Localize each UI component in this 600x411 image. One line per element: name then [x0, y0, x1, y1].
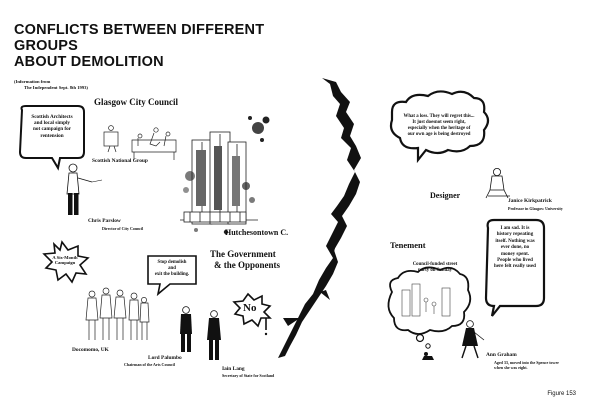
page-title-line2: ABOUT DEMOLITION — [14, 54, 164, 70]
six-month-line: A Six-Month — [52, 255, 78, 260]
caption-janice-role: Professor in Glasgow University — [508, 206, 563, 211]
government-line2: & the Opponents — [214, 260, 281, 270]
lord-palumbo-figure — [180, 306, 192, 352]
bubble-text-architects: Scottish Architects and local simply not… — [20, 114, 84, 139]
caption-palumbo-role: Chairman of the Arts Council — [124, 362, 175, 367]
starburst-text-no: No — [243, 302, 257, 314]
caption-ann-desc: Aged 33, moved into the Spence tower whe… — [494, 360, 559, 370]
street-party-line: Council-funded street — [412, 262, 458, 267]
government-line1: The Government — [210, 249, 276, 259]
label-janice-kirkpatrick: Janice Kirkpatrick — [508, 198, 552, 204]
ann-desc-line: when she was eight. — [494, 365, 528, 370]
designer-quote-line: What a loss. They will regret this... — [403, 114, 475, 119]
designer-quote-line: our own age is being destroyed — [407, 132, 471, 137]
stop-demolish-line: Stop demolish — [157, 260, 187, 265]
ann-quote-line: ever done, no — [500, 245, 530, 251]
tower-blocks-illustration — [180, 131, 258, 225]
river-divider — [278, 78, 361, 358]
designer-quote-line: It just doesnot seem right, — [412, 120, 466, 125]
heading-designer: Designer — [430, 191, 461, 200]
ann-quote-line: here felt really used — [494, 264, 536, 270]
scottish-national-group-figures — [103, 125, 177, 160]
bubble-architects-line: rentension — [40, 132, 64, 139]
ann-quote-line: People who lived — [497, 258, 533, 264]
crack-fragments — [283, 244, 336, 326]
label-docomomo: Docomomo, UK — [72, 347, 109, 353]
street-party-thought-bubble — [387, 266, 472, 349]
iain-lang-figure — [207, 310, 221, 360]
speech-bubble-stop-demolish — [147, 255, 197, 297]
janice-kirkpatrick-figure — [485, 167, 510, 199]
heading-government-opponents: The Government & the Opponents — [210, 249, 280, 271]
chris-parslow-figure — [66, 163, 103, 215]
stop-demolish-line: and — [168, 266, 176, 271]
page-title: CONFLICTS BETWEEN DIFFERENT GROUPS ABOUT… — [14, 22, 314, 70]
label-iain-lang: Iain Lang — [222, 366, 245, 372]
ann-desc-line: Aged 33, moved into the Spence tower — [494, 360, 559, 365]
heading-tenement: Tenement — [390, 240, 426, 250]
label-hutchesontown: Hutchesontown C. — [225, 228, 289, 237]
stop-demolish-line: exit the building. — [154, 272, 190, 277]
ink-splatter — [183, 116, 270, 235]
label-chris-parslow: Chris Parslow — [88, 218, 121, 224]
bubble-text-stop-demolish: Stop demolish and exit the building. — [148, 260, 196, 278]
label-ann-graham: Ann Graham — [486, 352, 517, 358]
source-note: (Information from The Independent Sept. … — [14, 79, 88, 90]
label-street-party: Council-funded street party on Sunday — [400, 262, 470, 274]
ann-quote-line: money spent. — [500, 251, 530, 257]
ann-quote-line: I am sad. It is — [500, 226, 530, 231]
ann-quote-line: itself. Nothing was — [495, 238, 535, 244]
seated-figure — [422, 352, 434, 360]
speech-bubble-architects — [18, 105, 85, 171]
figure-number: Figure 153 — [547, 391, 576, 397]
speech-bubble-ann-graham — [484, 218, 546, 317]
starburst-no — [232, 292, 272, 328]
bubble-text-ann-graham: I am sad. It is history repeating itself… — [486, 226, 544, 271]
source-note-line2: The Independent Sept. 8th 1993) — [24, 84, 88, 90]
docomomo-group-figures — [85, 287, 150, 340]
label-scottish-national-group: Scottish National Group — [92, 158, 148, 164]
starburst-text-six-month: A Six-Month Campaign — [44, 255, 86, 266]
starburst-six-month — [42, 240, 90, 284]
caption-chris-role: Director of City Council — [102, 226, 144, 231]
six-month-line: Campaign — [54, 260, 76, 266]
bubble-architects-line: and local simply — [33, 120, 71, 127]
bubble-text-designer: What a loss. They will regret this... It… — [394, 114, 484, 138]
bubble-architects-line: Scottish Architects — [31, 114, 73, 120]
speech-bubble-designer — [389, 90, 490, 164]
ann-graham-figure — [461, 320, 485, 359]
designer-quote-line: especially when the heritage of — [407, 126, 471, 131]
page-title-line1: CONFLICTS BETWEEN DIFFERENT GROUPS — [14, 22, 265, 54]
caption-lang-role: Secretary of State for Scotland — [222, 373, 275, 378]
street-party-line: party on Sunday — [417, 267, 453, 273]
ann-quote-line: history repeating — [496, 232, 534, 238]
bubble-architects-line: not campaign for — [32, 126, 72, 133]
source-note-line1: (Information from — [14, 79, 51, 84]
heading-glasgow-city-council: Glasgow City Council — [94, 97, 179, 107]
label-lord-palumbo: Lord Palumbo — [148, 355, 182, 361]
